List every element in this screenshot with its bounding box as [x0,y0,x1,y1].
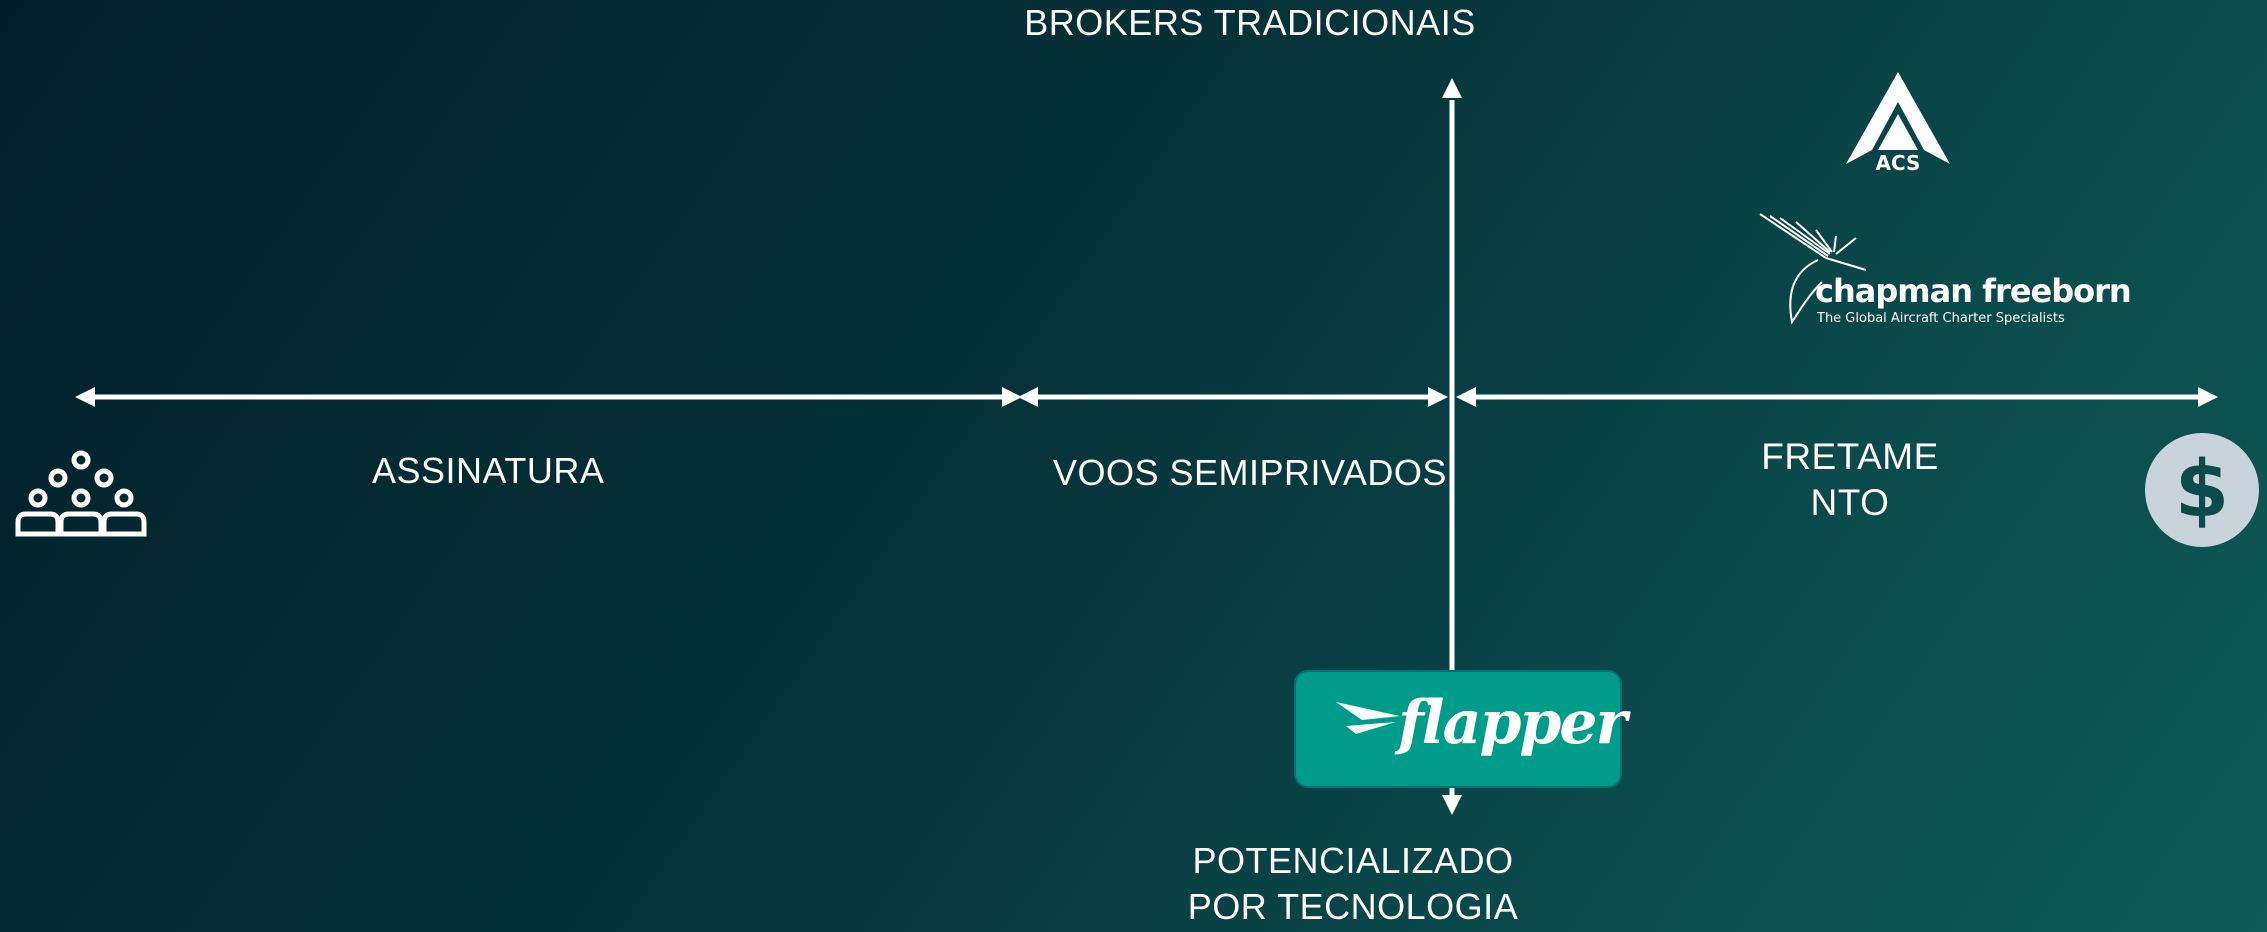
arrowhead-semi-end [1428,387,1448,407]
axis-label-bottom: POTENCIALIZADO POR TECNOLOGIA [1053,838,1653,930]
chapman-freeborn-emblem [1759,213,1867,325]
acs-logo [1846,72,1950,164]
dollar-icon: $ [2145,433,2259,547]
arrowhead-semi-start [1018,387,1038,407]
flapper-wing-icon [1336,702,1400,734]
segment-label-fretamento: FRETAME NTO [1700,434,2000,526]
arrowhead-up [1442,78,1462,98]
arrowhead-right [2198,387,2218,407]
flapper-logo-text: flapper [1398,688,1627,758]
axis-label-bottom-line-1: POTENCIALIZADO [1192,840,1514,881]
dollar-symbol: $ [2174,445,2230,535]
acs-logo-text: ACS [1875,151,1921,175]
chapman-freeborn-tagline: The Global Aircraft Charter Specialists [1817,311,2065,326]
fretamento-line-1: FRETAME [1761,436,1939,477]
axis-label-top: BROKERS TRADICIONAIS [1024,2,1476,43]
arrowhead-down [1442,795,1462,815]
axis-label-bottom-line-2: POR TECNOLOGIA [1187,886,1519,927]
group-of-people-icon [15,450,147,537]
chapman-freeborn-name: chapman freeborn [1815,272,2132,310]
flapper-logo: flapper [1294,670,1627,788]
segment-label-semiprivados: VOOS SEMIPRIVADOS [1053,452,1447,493]
arrowhead-assinatura-end [1002,387,1022,407]
arrowhead-fretamento-start [1456,387,1476,407]
segment-label-assinatura: ASSINATURA [372,450,605,491]
fretamento-line-2: NTO [1810,482,1890,523]
arrowhead-left [75,387,95,407]
